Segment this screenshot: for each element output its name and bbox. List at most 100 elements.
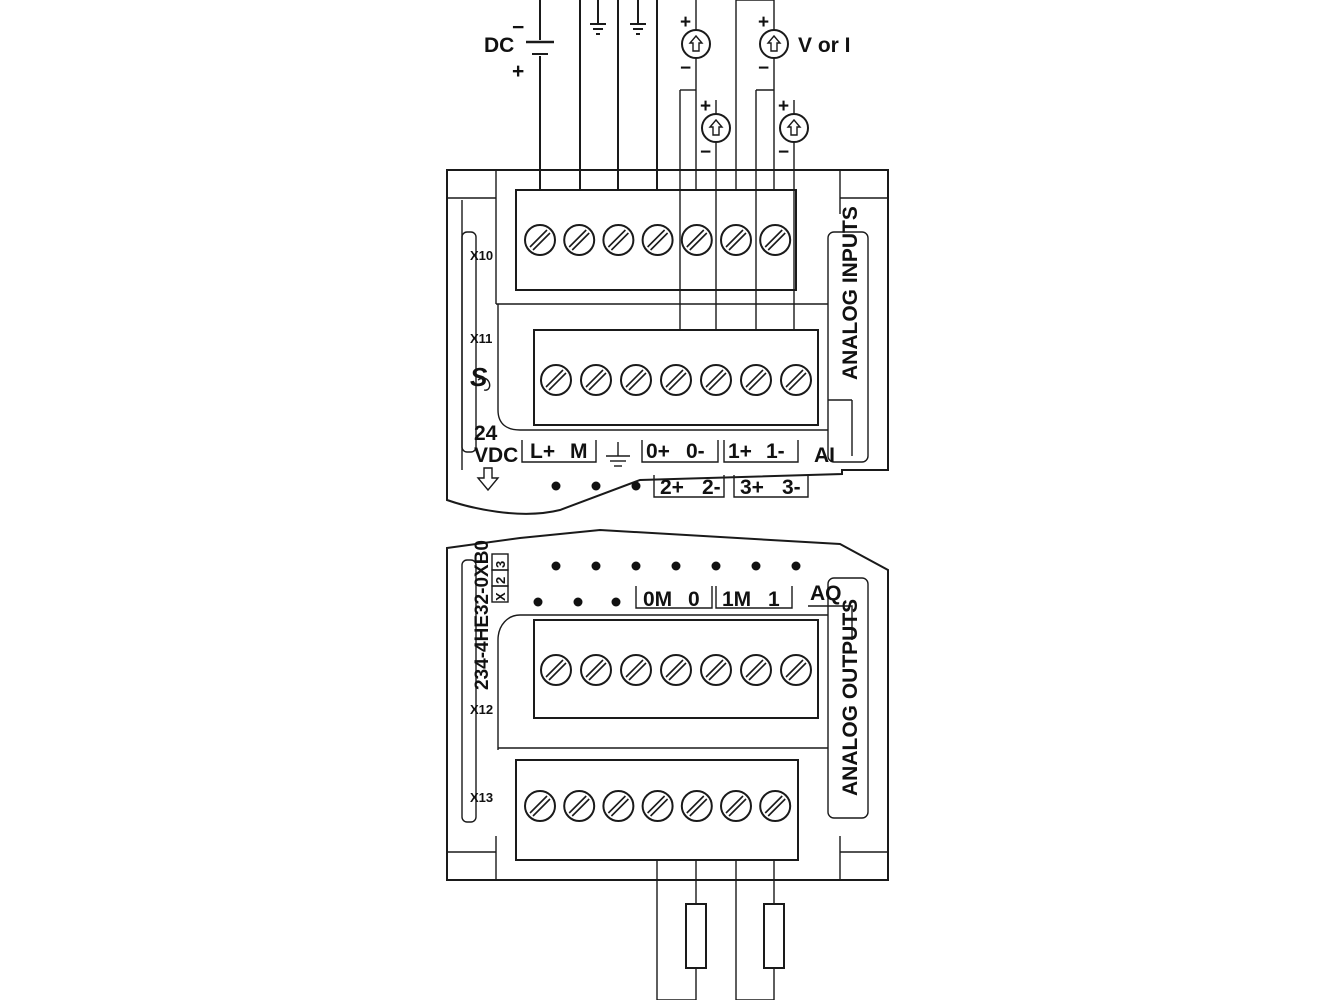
connector-x11-label: X11	[470, 331, 492, 346]
x12-screw-slot	[548, 662, 567, 681]
source-ch0: + −	[680, 12, 711, 79]
ground-terminal-icon	[606, 442, 630, 467]
x11-screw-slot	[628, 372, 647, 391]
terminal-label-0minus: 0-	[686, 440, 705, 463]
unused-terminal-dot	[791, 561, 801, 571]
x10-screw-slot	[767, 232, 786, 251]
part-number: 234-4HE32-0XB0	[472, 540, 493, 690]
source-ch2-plus: +	[700, 96, 711, 117]
x12-screw-slot	[545, 659, 564, 678]
version-box-2: 2	[493, 577, 508, 584]
source-ch3-minus: −	[778, 142, 789, 163]
x13-screw-slot	[568, 795, 587, 814]
x10-screw-slot	[686, 229, 705, 248]
x13-screw-slot	[647, 795, 666, 814]
x13-screw-4	[641, 790, 674, 822]
unused-terminal-dot	[533, 597, 543, 607]
x12-screw-slot	[788, 662, 807, 681]
terminal-label-m: M	[570, 440, 588, 463]
x10-screw-slot	[728, 232, 747, 251]
x10-screw-7	[759, 224, 792, 256]
x12-screw-slot	[785, 659, 804, 678]
siemens-logo: S	[470, 362, 491, 392]
x12-screw-slot	[628, 662, 647, 681]
input-module-housing	[446, 169, 889, 515]
power-supply-wiring: DC − +	[484, 0, 581, 190]
source-type-label: V or I	[798, 34, 851, 57]
x13-screw-1	[524, 790, 556, 822]
x13-screw-2	[563, 790, 596, 822]
x11-screw-5	[700, 364, 732, 396]
x13-screw-6	[720, 790, 752, 822]
supply-output-arrow-icon	[476, 467, 500, 492]
x11-screw-slot	[745, 369, 764, 388]
x11-screw-slot	[588, 372, 607, 391]
x13-screw-slot	[571, 798, 590, 817]
x10-screw-4	[641, 224, 674, 256]
x10-screw-slot	[650, 232, 669, 251]
x12-screw-3	[620, 654, 652, 686]
x12-screw-6	[740, 654, 772, 686]
x11-screw-4	[660, 364, 692, 396]
unused-terminal-dot	[751, 561, 761, 571]
aq-terminal-label-1m: 1M	[722, 588, 751, 611]
x13-screw-slot	[767, 798, 786, 817]
aq-terminal-label-1: 1	[768, 588, 780, 611]
x12-screw-2	[580, 654, 612, 686]
unused-terminal-dot	[551, 561, 561, 571]
x10-screw-6	[720, 224, 752, 256]
load-resistor-ch0	[685, 903, 707, 969]
terminal-label-0plus: 0+	[646, 440, 670, 463]
x12-screw-slot	[625, 659, 644, 678]
source-ch3-plus: +	[778, 96, 789, 117]
x12-screw-slot	[668, 662, 687, 681]
analog-input-module: X10 X11 S 24 VDC L+ M 0+ 0- 1+ 1- AI 2+	[446, 169, 889, 515]
unused-terminal-dot	[573, 597, 583, 607]
x11-screw-slot	[548, 372, 567, 391]
source-ch3: + −	[778, 96, 809, 163]
unused-terminal-dot	[591, 481, 601, 491]
version-box-x: X	[493, 592, 508, 601]
analog-output-module: X12 X13 234-4HE32-0XB0 X 2 3 0M 0 1M 1 A	[446, 528, 889, 881]
x10-screw-slot	[568, 229, 587, 248]
x10-screw-slot	[529, 229, 548, 248]
terminal-label-2minus: 2-	[702, 476, 721, 499]
source-ch1-minus: −	[758, 58, 769, 79]
x11-screw-slot	[788, 372, 807, 391]
screws-x11	[540, 364, 812, 396]
x13-screw-3	[602, 790, 635, 822]
x13-screw-slot	[764, 795, 783, 814]
x11-screw-2	[580, 364, 612, 396]
x10-screw-slot	[607, 229, 626, 248]
unused-terminal-dot	[591, 561, 601, 571]
x11-screw-slot	[705, 369, 724, 388]
load-resistor-ch1	[763, 903, 785, 969]
x13-screw-slot	[532, 798, 551, 817]
x10-screw-slot	[689, 232, 708, 251]
analog-inputs-side-label: ANALOG INPUTS	[839, 206, 862, 380]
source-ch0-minus: −	[680, 58, 691, 79]
x10-screw-slot	[647, 229, 666, 248]
ground-wiring	[590, 0, 658, 190]
x11-screw-3	[620, 364, 652, 396]
ai-group-label: AI	[814, 444, 835, 467]
unused-terminal-dot	[551, 481, 561, 491]
analog-outputs-side-label: ANALOG OUTPUTS	[839, 599, 862, 796]
aq-terminal-label-0m: 0M	[643, 588, 672, 611]
x12-screw-4	[660, 654, 692, 686]
output-module-housing	[446, 528, 889, 881]
x11-screw-slot	[748, 372, 767, 391]
version-boxes: X 2 3	[491, 553, 509, 603]
dc-minus-sign: −	[512, 16, 524, 39]
x13-screw-slot	[689, 798, 708, 817]
unused-terminal-dot	[631, 561, 641, 571]
x10-screw-slot	[571, 232, 590, 251]
x12-screw-slot	[665, 659, 684, 678]
x13-screw-slot	[607, 795, 626, 814]
x11-screw-slot	[708, 372, 727, 391]
terminal-label-lplus: L+	[530, 440, 555, 463]
screws-x10	[524, 224, 792, 256]
unused-terminal-dot	[671, 561, 681, 571]
source-ch2-minus: −	[700, 142, 711, 163]
terminal-label-2plus: 2+	[660, 476, 684, 499]
